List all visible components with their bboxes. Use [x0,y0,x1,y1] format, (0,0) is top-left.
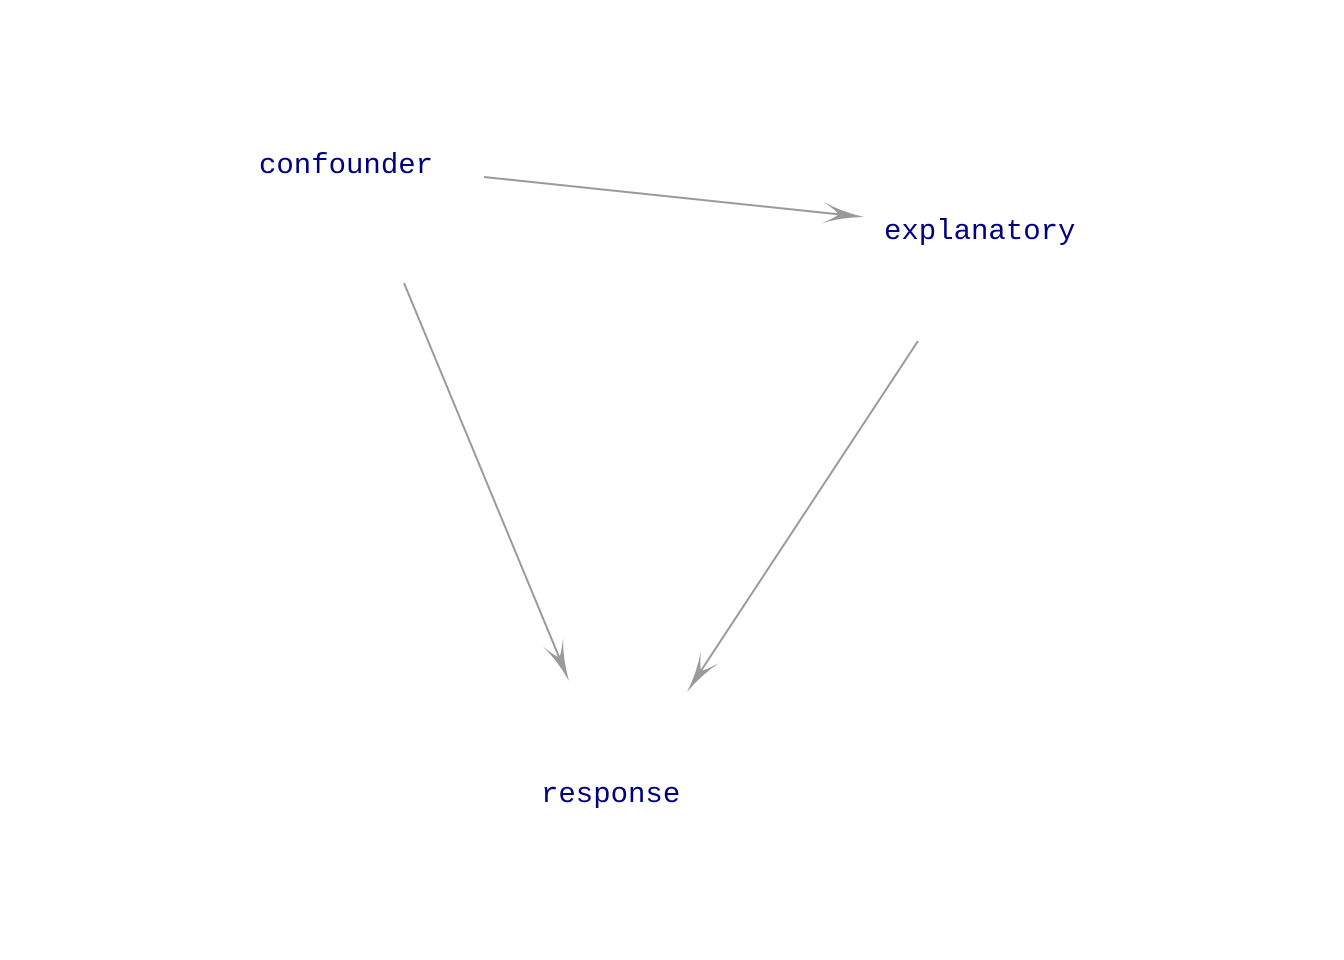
arrowhead-explanatory-to-response [687,650,720,692]
node-confounder: confounder [259,149,433,182]
edge-confounder-to-response [403,282,560,658]
nodes-layer: confounder explanatory response [259,149,1075,811]
node-explanatory: explanatory [884,215,1075,248]
edge-confounder-to-explanatory [483,176,839,216]
arrowhead-confounder-to-response [542,637,569,681]
arrowhead-confounder-to-explanatory [821,201,864,224]
edge-explanatory-to-response [700,340,919,671]
node-response: response [541,778,680,811]
edges-layer [403,176,919,692]
